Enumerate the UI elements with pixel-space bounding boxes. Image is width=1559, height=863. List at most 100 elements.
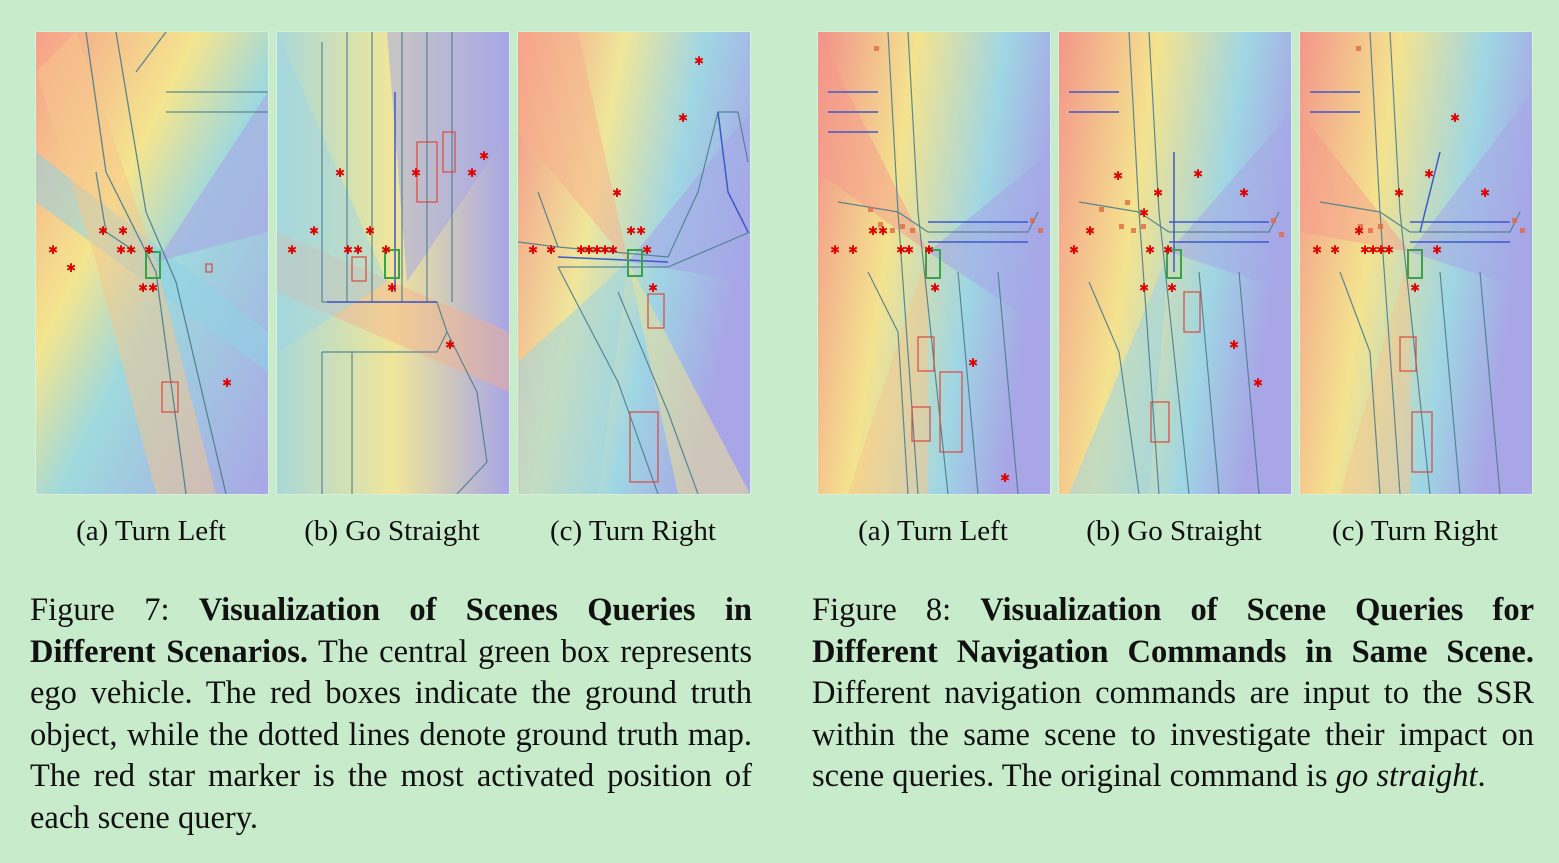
svg-text:✱: ✱ xyxy=(1193,167,1203,181)
svg-text:✱: ✱ xyxy=(1085,224,1095,238)
svg-text:✱: ✱ xyxy=(868,224,878,238)
fig7-caption-title: Visualization of Scenes Queries in Diffe… xyxy=(30,592,752,670)
svg-text:✱: ✱ xyxy=(1139,281,1149,295)
fig8-heatmap-go-straight: ✱✱ ✱✱ ✱✱ ✱✱ ✱✱ ✱✱ ✱ xyxy=(1059,32,1291,494)
svg-text:✱: ✱ xyxy=(1167,281,1177,295)
svg-text:✱: ✱ xyxy=(1360,243,1370,257)
svg-text:✱: ✱ xyxy=(648,281,658,295)
svg-text:✱: ✱ xyxy=(116,243,126,257)
fig8-panel-turn-right: ✱✱ ✱✱ ✱✱ ✱✱ ✱✱ ✱✱ ✱ xyxy=(1299,31,1533,495)
svg-text:✱: ✱ xyxy=(612,186,622,200)
fig8-caption: Figure 8: Visualization of Scene Queries… xyxy=(812,590,1534,798)
svg-text:✱: ✱ xyxy=(309,224,319,238)
svg-text:✱: ✱ xyxy=(930,281,940,295)
svg-text:✱: ✱ xyxy=(1384,243,1394,257)
svg-text:✱: ✱ xyxy=(968,356,978,370)
svg-text:✱: ✱ xyxy=(1000,471,1010,485)
fig7-panel-turn-right: ✱✱ ✱✱ ✱✱ ✱✱ ✱✱ ✱✱ ✱✱ xyxy=(517,31,751,495)
svg-text:✱: ✱ xyxy=(904,243,914,257)
fig8-caption-end: . xyxy=(1477,758,1486,795)
svg-text:✱: ✱ xyxy=(479,149,489,163)
fig8-caption-body: Different navigation commands are input … xyxy=(812,675,1534,795)
svg-text:✱: ✱ xyxy=(1424,167,1434,181)
svg-text:✱: ✱ xyxy=(1432,243,1442,257)
svg-text:✱: ✱ xyxy=(66,261,76,275)
svg-text:✱: ✱ xyxy=(1354,224,1364,238)
svg-text:✱: ✱ xyxy=(896,243,906,257)
svg-text:✱: ✱ xyxy=(1312,243,1322,257)
svg-text:✱: ✱ xyxy=(365,224,375,238)
svg-text:✱: ✱ xyxy=(924,243,934,257)
svg-text:✱: ✱ xyxy=(353,243,363,257)
svg-text:✱: ✱ xyxy=(1153,186,1163,200)
svg-text:✱: ✱ xyxy=(1239,186,1249,200)
svg-text:✱: ✱ xyxy=(98,224,108,238)
figure-7: ✱✱ ✱✱ ✱✱ ✱✱ ✱✱ xyxy=(30,0,760,863)
svg-text:✱: ✱ xyxy=(1376,243,1386,257)
svg-text:✱: ✱ xyxy=(1139,206,1149,220)
svg-text:✱: ✱ xyxy=(381,243,391,257)
svg-text:✱: ✱ xyxy=(1069,243,1079,257)
svg-text:✱: ✱ xyxy=(118,224,128,238)
svg-text:✱: ✱ xyxy=(576,243,586,257)
svg-text:✱: ✱ xyxy=(126,243,136,257)
svg-text:✱: ✱ xyxy=(626,224,636,238)
fig7-subcaption-b: (b) Go Straight xyxy=(304,515,480,547)
svg-text:✱: ✱ xyxy=(1145,243,1155,257)
fig7-heatmap-go-straight: ✱✱ ✱✱ ✱✱ ✱✱ ✱✱ ✱✱ xyxy=(277,32,509,494)
svg-text:✱: ✱ xyxy=(1410,281,1420,295)
svg-text:✱: ✱ xyxy=(144,243,154,257)
svg-text:✱: ✱ xyxy=(1450,111,1460,125)
svg-text:✱: ✱ xyxy=(445,338,455,352)
svg-text:✱: ✱ xyxy=(848,243,858,257)
svg-text:✱: ✱ xyxy=(1113,169,1123,183)
fig7-caption-number: Figure 7: xyxy=(30,592,170,628)
svg-text:✱: ✱ xyxy=(694,54,704,68)
svg-text:✱: ✱ xyxy=(411,166,421,180)
svg-text:✱: ✱ xyxy=(1229,338,1239,352)
svg-text:✱: ✱ xyxy=(48,243,58,257)
svg-text:✱: ✱ xyxy=(343,243,353,257)
svg-text:✱: ✱ xyxy=(1330,243,1340,257)
fig8-subcaption-a: (a) Turn Left xyxy=(858,515,1008,547)
figure-8: ✱✱ ✱✱ ✱✱ ✱✱ ✱✱ xyxy=(812,0,1542,863)
svg-text:✱: ✱ xyxy=(546,243,556,257)
fig7-caption: Figure 7: Visualization of Scenes Querie… xyxy=(30,590,752,840)
fig8-heatmap-turn-right: ✱✱ ✱✱ ✱✱ ✱✱ ✱✱ ✱✱ ✱ xyxy=(1300,32,1532,494)
fig8-heatmap-turn-left: ✱✱ ✱✱ ✱✱ ✱✱ ✱✱ xyxy=(818,32,1050,494)
fig7-subcaption-c: (c) Turn Right xyxy=(550,515,716,547)
fig7-caption-body: The central green box represents ego veh… xyxy=(30,633,752,836)
fig7-panel-go-straight: ✱✱ ✱✱ ✱✱ ✱✱ ✱✱ ✱✱ xyxy=(276,31,510,495)
svg-text:✱: ✱ xyxy=(387,281,397,295)
fig7-heatmap-turn-right: ✱✱ ✱✱ ✱✱ ✱✱ ✱✱ ✱✱ ✱✱ xyxy=(518,32,750,494)
fig8-subcaption-b: (b) Go Straight xyxy=(1086,515,1262,547)
svg-text:✱: ✱ xyxy=(138,281,148,295)
svg-text:✱: ✱ xyxy=(608,243,618,257)
fig8-panel-turn-left: ✱✱ ✱✱ ✱✱ ✱✱ ✱✱ xyxy=(817,31,1051,495)
svg-text:✱: ✱ xyxy=(1368,243,1378,257)
fig7-subcaption-a: (a) Turn Left xyxy=(76,515,226,547)
svg-text:✱: ✱ xyxy=(678,111,688,125)
svg-text:✱: ✱ xyxy=(335,166,345,180)
svg-text:✱: ✱ xyxy=(830,243,840,257)
svg-text:✱: ✱ xyxy=(592,243,602,257)
svg-text:✱: ✱ xyxy=(1394,186,1404,200)
svg-text:✱: ✱ xyxy=(1253,376,1263,390)
fig8-caption-number: Figure 8: xyxy=(812,592,952,628)
fig7-panel-turn-left: ✱✱ ✱✱ ✱✱ ✱✱ ✱✱ xyxy=(35,31,269,495)
svg-text:✱: ✱ xyxy=(222,376,232,390)
fig7-heatmap-turn-left: ✱✱ ✱✱ ✱✱ ✱✱ ✱✱ xyxy=(36,32,268,494)
fig8-caption-italic: go straight xyxy=(1335,758,1478,795)
fig8-panel-go-straight: ✱✱ ✱✱ ✱✱ ✱✱ ✱✱ ✱✱ ✱ xyxy=(1058,31,1292,495)
svg-text:✱: ✱ xyxy=(148,281,158,295)
svg-text:✱: ✱ xyxy=(636,224,646,238)
svg-text:✱: ✱ xyxy=(584,243,594,257)
svg-text:✱: ✱ xyxy=(878,224,888,238)
svg-text:✱: ✱ xyxy=(467,166,477,180)
svg-text:✱: ✱ xyxy=(287,243,297,257)
fig8-subcaption-c: (c) Turn Right xyxy=(1332,515,1498,547)
svg-text:✱: ✱ xyxy=(1480,186,1490,200)
svg-text:✱: ✱ xyxy=(528,243,538,257)
svg-text:✱: ✱ xyxy=(642,243,652,257)
fig8-caption-title: Visualization of Scene Queries for Diffe… xyxy=(812,592,1534,670)
